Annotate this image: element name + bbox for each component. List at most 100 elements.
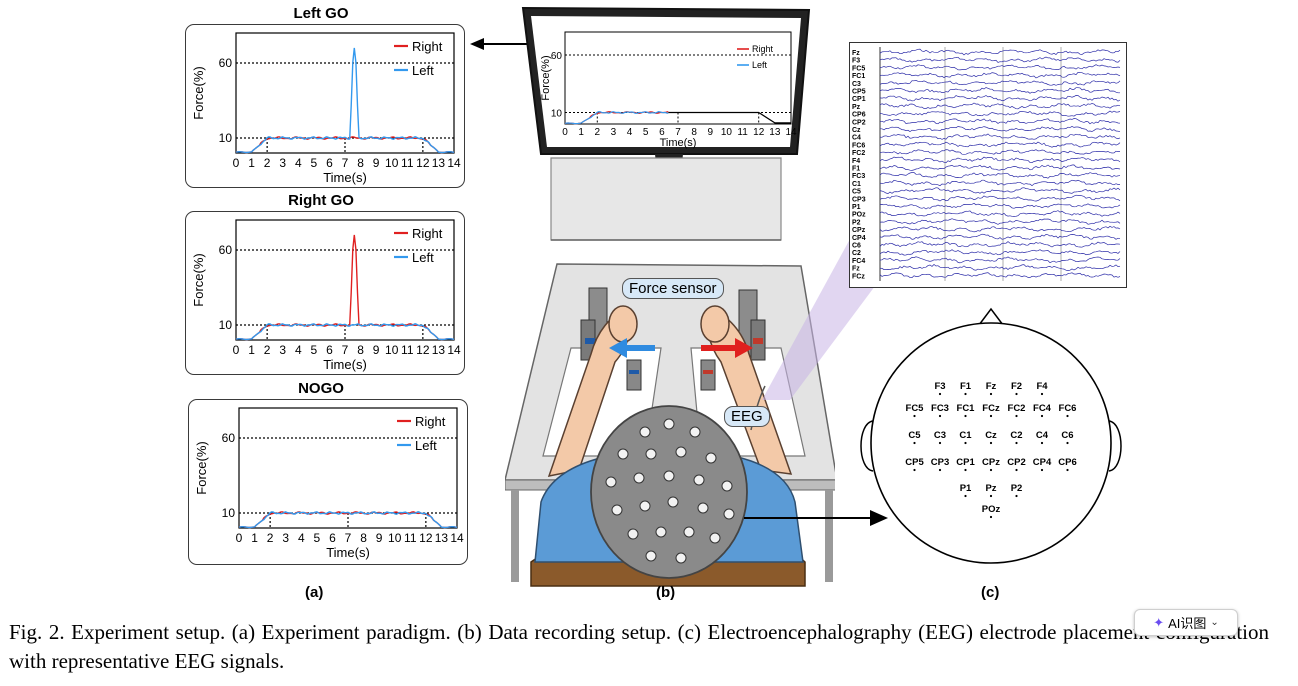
monitor-y-axis-label: Force(%) [540,55,552,100]
series-left-line [238,511,458,529]
electrode-label: FC4 [1033,403,1052,414]
legend-left-label: Left [415,438,437,453]
electrode-label: F4 [1036,381,1048,392]
eeg-trace [879,71,1121,79]
eeg-channel-label: FC4 [852,258,865,265]
eeg-trace [879,172,1121,179]
electrode-dot [1015,468,1018,472]
electrode-dot [1015,494,1018,498]
electrode-dot [964,468,967,472]
eeg-channel-label: CP6 [852,112,866,119]
monitor-x-tick: 13 [769,127,781,138]
electrode-label: C5 [908,430,921,441]
eeg-cap-head [590,405,748,579]
electrode-label: POz [982,504,1001,515]
eeg-trace [879,264,1121,271]
electrode-dot [1015,441,1018,445]
panel-label-b: (b) [656,584,676,601]
y-tick-label: 60 [219,56,233,70]
ai-badge-label: AI识图 [1168,616,1207,631]
x-tick-label: 0 [233,343,240,357]
electrode-dot [1066,441,1069,445]
x-tick-label: 1 [248,156,255,170]
force-sensor-callout: Force sensor [622,278,724,299]
eeg-channel-label: C5 [852,189,861,196]
electrode-label: C1 [959,430,972,441]
monitor-x-tick: 10 [721,127,733,138]
eeg-traces: FzF3FC5FC1C3CP5CP1PzCP6CP2CzC4FC6FC2F4F1… [852,47,1121,281]
electrode-dot [1040,441,1044,445]
eeg-channel-label: C2 [852,250,861,257]
eeg-channel-label: P1 [852,204,861,211]
eeg-trace [879,249,1121,256]
eeg-trace [879,141,1121,148]
electrode-dot [1066,414,1069,418]
electrode-label: FC1 [957,403,976,414]
eeg-channel-label: C4 [852,135,861,142]
electrode-dot [964,441,967,445]
legend-right-label: Right [412,226,443,241]
electrode-label: Pz [985,483,996,494]
x-tick-label: 2 [267,531,274,545]
electrode-dot [913,468,916,472]
x-tick-label: 14 [450,531,464,545]
electrode-dot [989,494,993,498]
electrode-label: C4 [1036,430,1049,441]
y-tick-label: 60 [222,431,236,445]
eeg-channel-label: C3 [852,81,861,88]
x-tick-label: 1 [248,343,255,357]
electrode-dot [989,468,993,472]
x-tick-label: 2 [264,156,271,170]
electrode-label: F1 [960,381,972,392]
y-tick-label: 10 [222,506,236,520]
x-axis-label: Time(s) [326,545,370,560]
monitor-legend-right-label: Right [752,44,774,54]
eeg-channel-label: CPz [852,227,866,234]
panel-label-a: (a) [305,584,324,601]
x-tick-label: 13 [432,343,446,357]
monitor-x-tick: 5 [643,127,649,138]
electrode-dot [913,414,916,418]
y-axis-label: Force(%) [191,66,206,119]
eeg-trace [879,110,1121,117]
monitor-x-tick: 9 [708,127,714,138]
electrode-dot [938,414,942,418]
eeg-channel-label: CP3 [852,196,866,203]
left-direction-arrow [609,338,627,358]
electrode-label: F2 [1011,381,1022,392]
eeg-trace [879,272,1121,278]
x-tick-label: 0 [233,156,240,170]
eeg-trace [880,126,1121,133]
x-tick-label: 6 [329,531,336,545]
figure-caption: Fig. 2. Experiment setup. (a) Experiment… [9,620,1269,673]
y-tick-label: 10 [219,131,233,145]
eeg-trace [879,87,1120,94]
electrode-label: C2 [1010,430,1022,441]
eeg-channel-label: FC1 [852,73,865,80]
x-tick-label: 4 [298,531,305,545]
electrode-label: FC3 [931,403,949,414]
x-tick-label: 6 [326,156,333,170]
monitor-x-tick: 3 [611,127,617,138]
x-tick-label: 7 [342,156,349,170]
x-tick-label: 11 [401,343,414,357]
panel-title-left-go: Left GO [293,5,349,22]
eeg-trace [879,256,1121,264]
electrode-label: CP1 [956,457,975,468]
x-tick-label: 3 [279,343,286,357]
panel-title-right-go: Right GO [288,192,354,209]
electrode-dot [964,494,967,498]
legend-left-label: Left [412,250,434,265]
monitor-y-tick: 60 [551,51,563,62]
ai-recognize-button[interactable]: ✦ AI识图 ⌄ [1134,609,1238,636]
electrode-label: CP3 [931,457,949,468]
eeg-cap-electrodes [605,418,735,564]
x-tick-label: 6 [326,343,333,357]
electrode-dot [1040,468,1044,472]
electrode-label: Cz [985,430,997,441]
